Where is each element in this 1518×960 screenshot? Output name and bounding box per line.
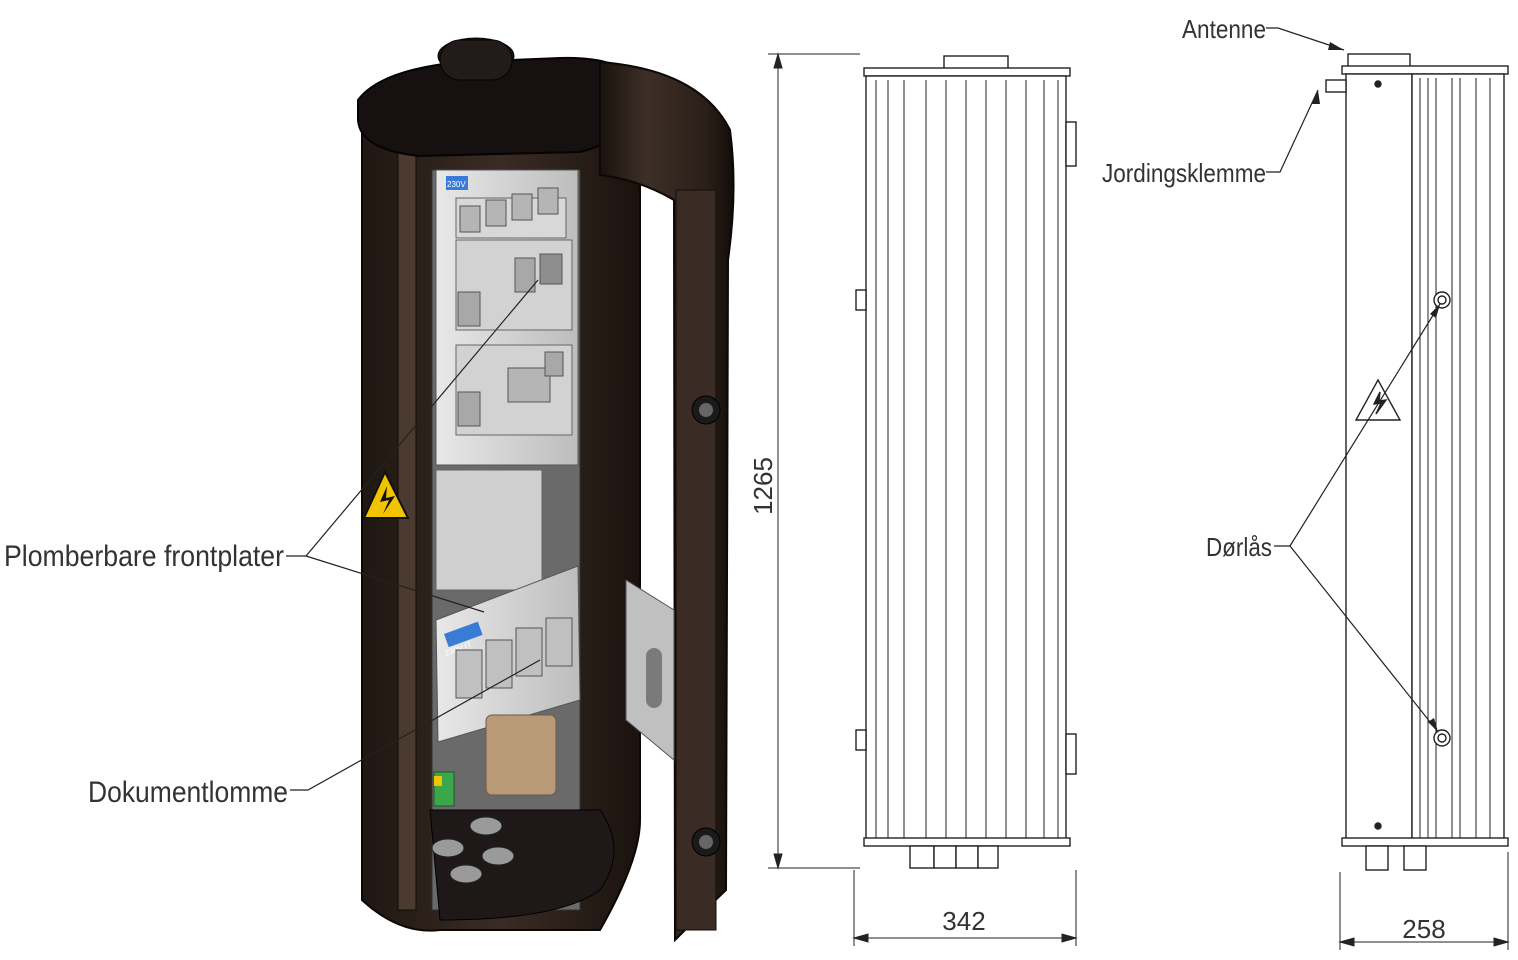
lower-badge-bg — [444, 621, 483, 648]
callout-arrowheads — [1312, 42, 1440, 732]
side-lock-upper-inner — [1437, 295, 1447, 305]
front-width-dimension — [852, 870, 1078, 946]
dimension-side-width: 258 — [1402, 914, 1445, 944]
top-badge-bg — [446, 176, 468, 190]
breaker-row-1 — [455, 187, 567, 239]
side-lock-upper-icon — [1433, 291, 1451, 309]
side-ribs — [1419, 78, 1491, 838]
middle-plate — [435, 469, 543, 591]
door-lock-lower — [691, 827, 721, 857]
door-bracket-slot — [646, 648, 662, 708]
front-top-cap — [863, 67, 1071, 77]
callout-antenne: Antenne — [1182, 14, 1266, 44]
door-lock-upper — [691, 395, 721, 425]
dimension-height: 1265 — [748, 457, 778, 515]
side-view — [1325, 53, 1509, 871]
cabinet-floor — [429, 809, 615, 921]
cabinet-3d-view: 230V 230V IT — [357, 37, 735, 943]
document-pocket-box — [485, 714, 557, 796]
breaker-row-4 — [455, 617, 573, 699]
side-glands — [1365, 845, 1427, 871]
side-lock-lower-icon — [1433, 729, 1451, 747]
antenna-dome-body — [439, 39, 513, 81]
door-edge-rail — [675, 189, 717, 931]
side-screw-top — [1374, 80, 1382, 88]
side-bottom-cap — [1341, 837, 1509, 847]
height-dimension — [768, 52, 860, 870]
side-warning-bolt-icon — [1372, 391, 1388, 415]
callout-plomberbare: Plomberbare frontplater — [4, 540, 284, 573]
callouts-side — [1266, 27, 1441, 733]
side-screw-bottom — [1374, 822, 1382, 830]
front-hinge-bot-left — [855, 729, 867, 751]
front-glands — [909, 845, 999, 869]
callouts-3d — [286, 279, 541, 791]
cable-glands — [431, 816, 515, 884]
callout-dokumentlomme: Dokumentlomme — [88, 776, 288, 809]
breaker-row-2 — [455, 239, 573, 331]
top-badge: 230V — [447, 180, 466, 189]
dimension-front-width: 342 — [942, 906, 985, 936]
warning-bolt-icon — [380, 486, 395, 514]
front-bottom-cap — [863, 837, 1071, 847]
front-ribs — [875, 80, 1059, 838]
front-view — [855, 55, 1077, 869]
front-hinge-left — [855, 289, 867, 311]
yellow-terminal — [434, 776, 442, 786]
side-top-cap — [1341, 65, 1509, 75]
side-width-dimension — [1338, 852, 1510, 950]
side-lock-lower-inner — [1437, 733, 1447, 743]
front-hinge-bot-right — [1065, 733, 1077, 775]
front-hinge-top-right — [1065, 121, 1077, 167]
grounding-terminal-icon — [1325, 79, 1347, 93]
side-body — [1345, 73, 1413, 843]
cabinet-left-rail — [397, 139, 417, 911]
callout-jordingsklemme: Jordingsklemme — [1102, 158, 1266, 188]
breaker-row-3 — [455, 344, 573, 436]
side-door — [1411, 73, 1505, 843]
callout-dorlas: Dørlås — [1206, 532, 1272, 562]
